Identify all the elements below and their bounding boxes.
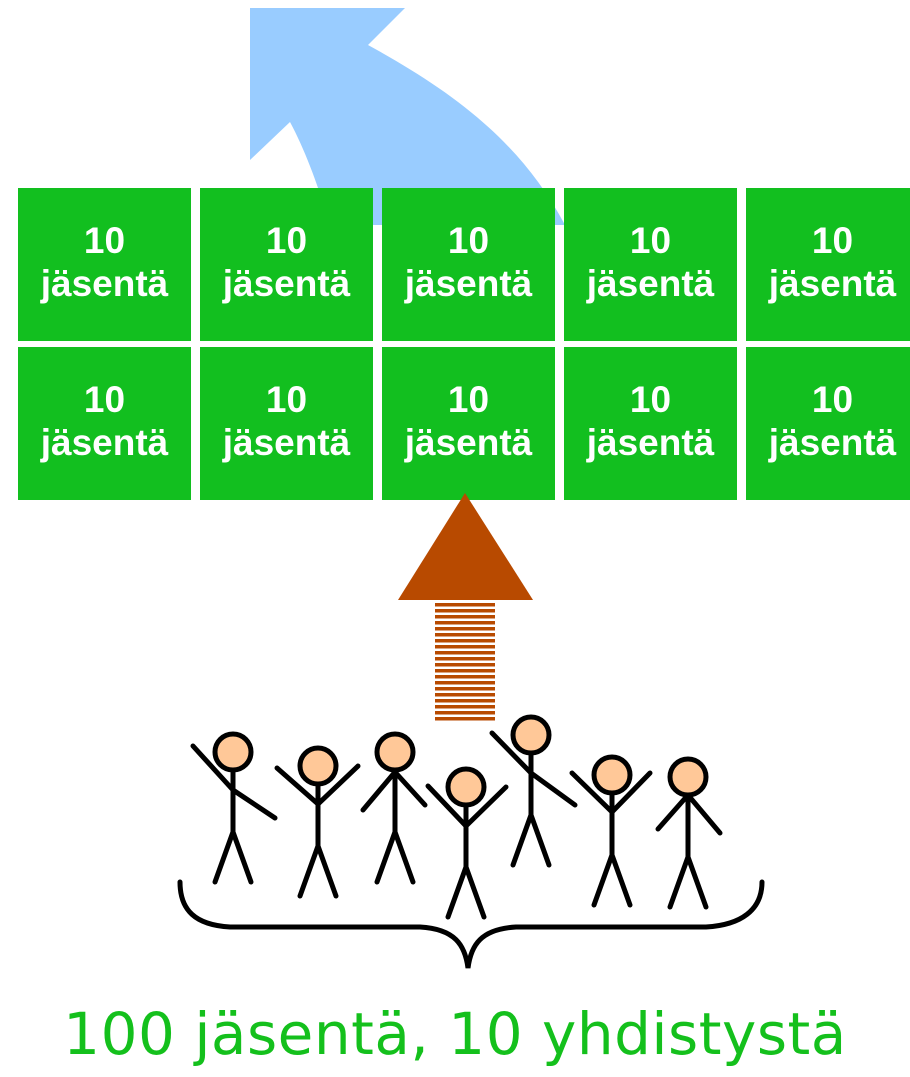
grid-cell-bg xyxy=(564,347,737,500)
cell-unit: jäsentä xyxy=(404,422,533,463)
person-icon xyxy=(425,766,509,920)
cell-unit: jäsentä xyxy=(768,422,897,463)
cell-count: 10 xyxy=(266,379,307,420)
member-grid: 10jäsentä10jäsentä10jäsentä10jäsentä10jä… xyxy=(18,188,910,500)
grid-cell-bg xyxy=(200,347,373,500)
cell-unit: jäsentä xyxy=(768,263,897,304)
cell-count: 10 xyxy=(266,220,307,261)
people-group xyxy=(190,714,723,920)
grid-cell-bg xyxy=(200,188,373,341)
person-icon xyxy=(360,731,428,885)
person-icon xyxy=(489,714,578,868)
grid-cell-bg xyxy=(18,347,191,500)
grid-cell-bg xyxy=(382,188,555,341)
person-icon xyxy=(274,745,361,899)
cell-unit: jäsentä xyxy=(222,422,351,463)
cell-unit: jäsentä xyxy=(40,263,169,304)
cell-unit: jäsentä xyxy=(586,263,715,304)
cell-count: 10 xyxy=(84,379,125,420)
grid-cell-bg xyxy=(564,188,737,341)
person-icon xyxy=(190,731,278,885)
person-icon xyxy=(569,754,653,908)
cell-count: 10 xyxy=(812,379,853,420)
up-arrow-icon xyxy=(398,493,533,721)
cell-count: 10 xyxy=(812,220,853,261)
curly-brace-icon xyxy=(177,879,765,969)
cell-count: 10 xyxy=(630,379,671,420)
person-icon xyxy=(655,756,723,910)
cell-count: 10 xyxy=(84,220,125,261)
cell-count: 10 xyxy=(448,379,489,420)
cell-unit: jäsentä xyxy=(40,422,169,463)
grid-cell-bg xyxy=(382,347,555,500)
cell-unit: jäsentä xyxy=(586,422,715,463)
cell-count: 10 xyxy=(630,220,671,261)
caption: 100 jäsentä, 10 yhdistystä xyxy=(63,1000,847,1068)
cell-count: 10 xyxy=(448,220,489,261)
cell-unit: jäsentä xyxy=(404,263,533,304)
cell-unit: jäsentä xyxy=(222,263,351,304)
grid-cell-bg xyxy=(746,188,910,341)
grid-cell-bg xyxy=(18,188,191,341)
curved-arrow-icon xyxy=(250,8,565,225)
grid-cell-bg xyxy=(746,347,910,500)
